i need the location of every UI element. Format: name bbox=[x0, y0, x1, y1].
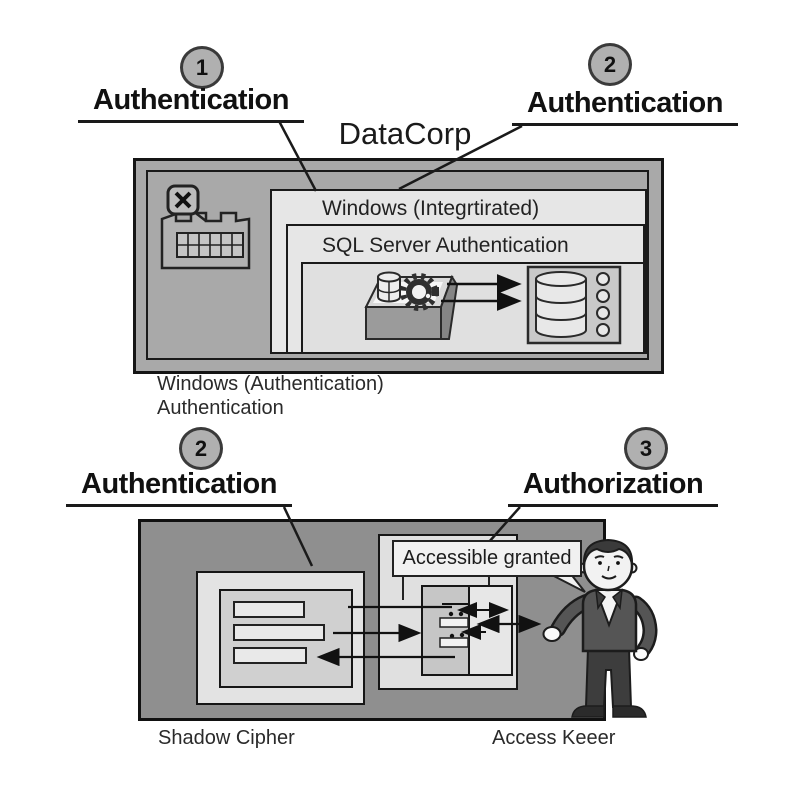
step-badge-1: 1 bbox=[180, 46, 224, 89]
step-number: 2 bbox=[603, 51, 617, 77]
heading-authentication-1: Authentication bbox=[78, 84, 304, 123]
top-icons-box bbox=[301, 262, 645, 354]
step-badge-2-top: 2 bbox=[588, 43, 632, 86]
speech-bubble: Accessible granted bbox=[392, 540, 582, 577]
top-inner-frame bbox=[146, 170, 649, 360]
step-number: 1 bbox=[195, 54, 209, 80]
step-badge-2-bottom: 2 bbox=[179, 427, 223, 470]
shadow-cipher-inner-box bbox=[219, 589, 353, 688]
heading-authentication-2: Authentication bbox=[512, 87, 738, 126]
caption-shadow-cipher: Shadow Cipher bbox=[158, 727, 295, 749]
top-caption-line2: Authentication bbox=[157, 397, 284, 419]
sql-server-auth-label: SQL Server Authentication bbox=[322, 234, 569, 257]
step-number: 3 bbox=[639, 435, 653, 461]
caption-access-keeper: Access Keeer bbox=[492, 727, 616, 749]
windows-integrated-label: Windows (Integrtirated) bbox=[322, 197, 540, 220]
step-badge-3: 3 bbox=[624, 427, 668, 470]
heading-authorization: Authorization bbox=[508, 468, 718, 507]
top-caption: Windows (Authentication) Authentication bbox=[157, 372, 384, 420]
speech-bubble-text: Accessible granted bbox=[402, 547, 572, 569]
page-title: DataCorp bbox=[338, 116, 472, 151]
top-caption-line1: Windows (Authentication) bbox=[157, 373, 384, 395]
step-number: 2 bbox=[194, 435, 208, 461]
heading-authentication-3: Authentication bbox=[66, 468, 292, 507]
